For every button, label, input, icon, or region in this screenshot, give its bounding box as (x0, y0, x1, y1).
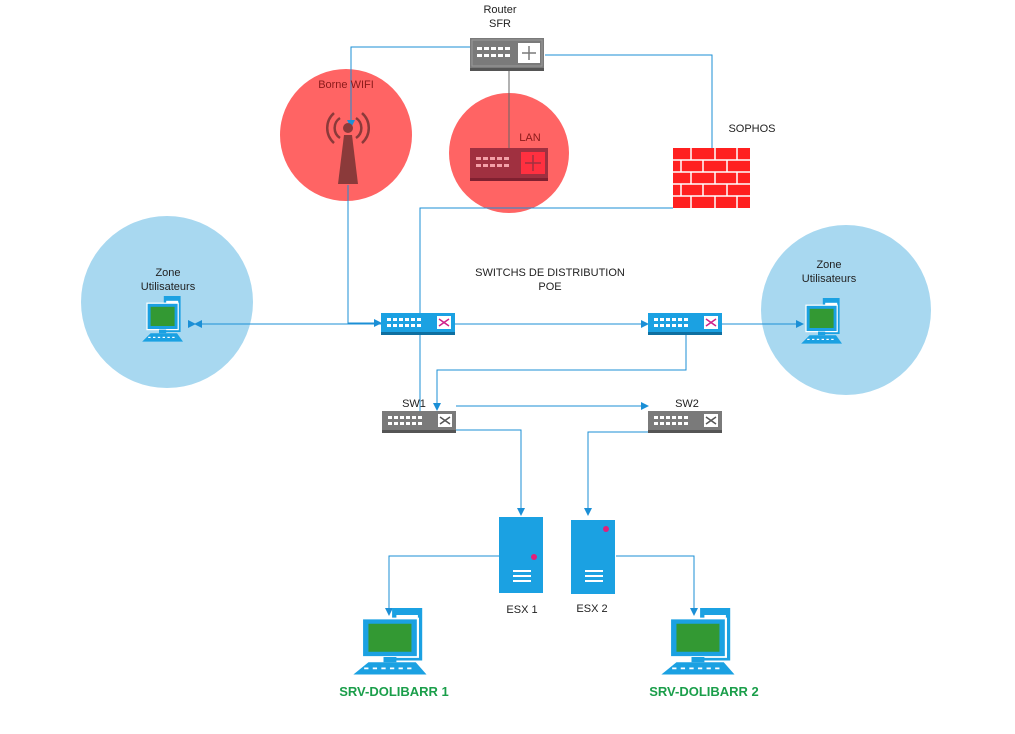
sw2-label: SW2 (675, 398, 699, 410)
link-sophos-dist (419, 207, 673, 316)
link-router-wifi (347, 46, 470, 128)
esx1-server[interactable] (499, 517, 543, 593)
zone-right-circle (761, 225, 931, 395)
esx1-label: ESX 1 (506, 604, 538, 616)
link-esx1-srv1 (385, 555, 499, 616)
link-sw1-esx1 (455, 429, 525, 516)
router-label: Router SFR (470, 3, 530, 31)
pc-srv-dolibarr-2[interactable] (660, 606, 736, 676)
distribution-switch-right[interactable] (648, 313, 722, 335)
zone-left-label: Zone Utilisateurs (128, 266, 208, 294)
sw1-label: SW1 (402, 398, 426, 410)
zone-right-line2: Utilisateurs (801, 273, 857, 285)
zone-right-label: Zone Utilisateurs (789, 258, 869, 286)
link-sw2-esx2 (584, 431, 648, 516)
router-device[interactable] (470, 38, 544, 71)
router-label-line2: SFR (489, 18, 511, 30)
srv2-label: SRV-DOLIBARR 2 (649, 684, 759, 699)
zone-right-line1: Zone (816, 259, 842, 271)
router-label-line1: Router (483, 4, 517, 16)
distribution-label-line1: SWITCHS DE DISTRIBUTION (475, 267, 625, 279)
srv1-label: SRV-DOLIBARR 1 (339, 684, 449, 699)
link-distright-sw1 (433, 334, 687, 411)
links (188, 46, 804, 616)
lan-switch[interactable] (470, 148, 548, 181)
sw2-switch[interactable] (648, 411, 722, 433)
esx2-label: ESX 2 (576, 603, 608, 615)
lan-label: LAN (519, 132, 541, 144)
distribution-switch-left[interactable] (381, 313, 455, 335)
wifi-label: Borne WIFI (318, 79, 374, 91)
firewall-icon (673, 148, 750, 208)
zone-left-line1: Zone (155, 267, 181, 279)
pc-srv-dolibarr-1[interactable] (352, 606, 428, 676)
firewall-label: SOPHOS (728, 123, 776, 135)
wifi-antenna-icon (325, 112, 371, 184)
sw1-switch[interactable] (382, 411, 456, 433)
zone-left-line2: Utilisateurs (140, 281, 196, 293)
link-wifi-dist (347, 185, 382, 327)
link-esx2-srv2 (616, 555, 698, 616)
link-router-sophos (545, 54, 716, 173)
distribution-label-line2: POE (538, 281, 562, 293)
esx2-server[interactable] (571, 520, 615, 594)
distribution-label: SWITCHS DE DISTRIBUTION POE (460, 266, 640, 294)
